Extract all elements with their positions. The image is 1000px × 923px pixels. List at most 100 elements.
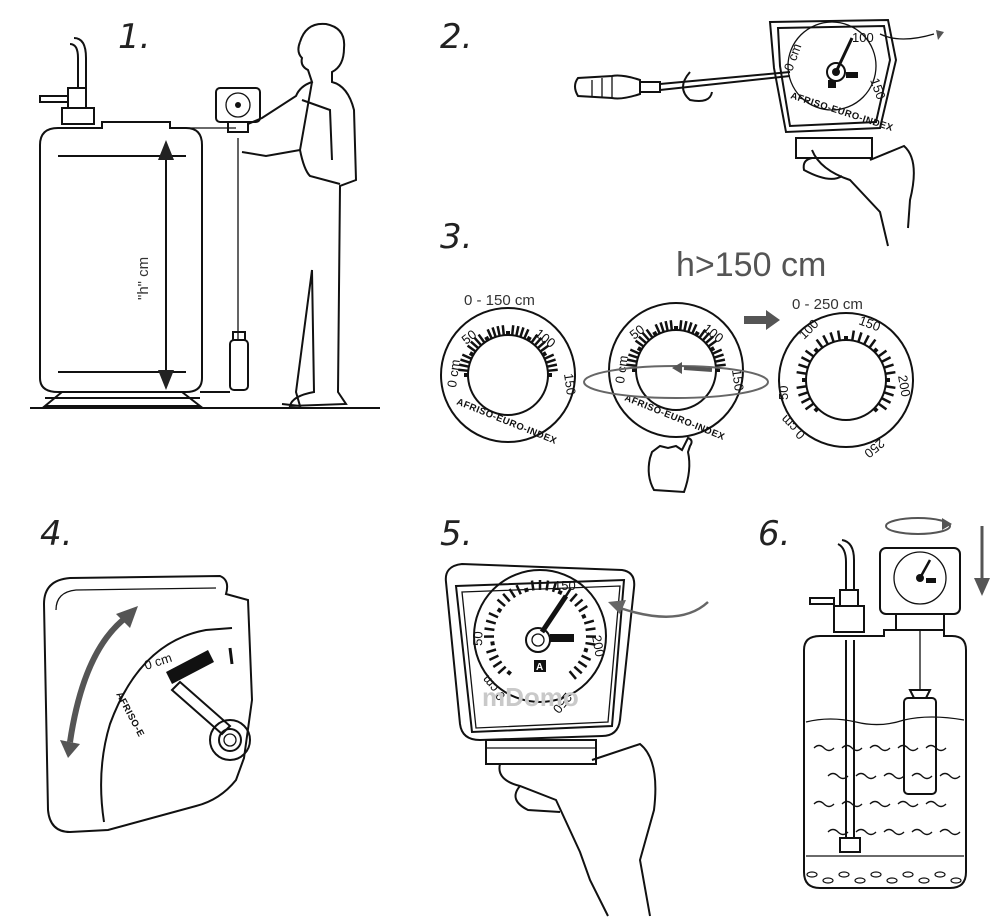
- dial5-mark: [484, 627, 495, 632]
- dial-a-mark: [523, 328, 530, 339]
- tank-fitting: [61, 107, 95, 125]
- dial-b-ticks: [626, 320, 726, 372]
- fitting-6: [833, 605, 865, 633]
- dial-b-mark: [664, 320, 669, 332]
- wave-mark: [841, 744, 863, 752]
- dial-b-mark: [691, 323, 698, 334]
- rotate-arrow-5: [619, 601, 709, 618]
- sediment-mark: [902, 871, 914, 878]
- sediment-mark: [886, 877, 898, 884]
- dial-b-mark: [698, 328, 707, 339]
- dial-a-mark: [496, 325, 501, 337]
- step-number-6: 6.: [758, 514, 790, 554]
- dial5-mark: [583, 647, 589, 653]
- dial5-mark: [574, 598, 584, 608]
- dial5-mark: [502, 593, 511, 603]
- gauge-base-5: [485, 739, 597, 765]
- dial-a-mark: [545, 358, 556, 364]
- sediment-mark: [822, 877, 834, 884]
- dial-a-mark: [458, 368, 469, 373]
- dial-c-mark: [813, 347, 820, 354]
- dial-a-tick-150: 150: [561, 372, 579, 396]
- dial-c-mark: [796, 385, 807, 390]
- step3-panel: h>150 cm 0 - 150 cm 0 cm 50 100 150 AFRI…: [440, 246, 914, 494]
- dial-a-mark: [533, 337, 543, 347]
- dial-b-mark: [669, 320, 674, 331]
- dial-c-mark: [857, 332, 863, 343]
- dial-b-mark: [659, 322, 665, 333]
- logo-5: A: [536, 662, 543, 673]
- dial-a-ticks: [458, 325, 558, 377]
- dial5-mark: [492, 660, 503, 668]
- dial-a-mark: [477, 333, 486, 344]
- sediment-mark: [806, 871, 818, 878]
- dial-b-brand: AFRISO-EURO-INDEX: [623, 393, 727, 443]
- dial-c-tick-50: 50: [776, 386, 791, 400]
- dial-a-tick-50: 50: [459, 327, 480, 348]
- dial-b-mark: [629, 348, 640, 355]
- dial-c-mark: [883, 363, 894, 369]
- dial-c-mark: [877, 402, 888, 411]
- hand-5: [498, 763, 609, 917]
- dial2-tick-150: 150: [867, 76, 889, 102]
- dial5-mark: [585, 641, 596, 646]
- dial-b-mark: [704, 335, 714, 345]
- dial-c-mark: [804, 349, 815, 358]
- rotate-left-arrow: [672, 362, 682, 374]
- step4-panel: 0 cm AFRISO-E: [42, 574, 254, 834]
- next-arrow: [744, 310, 780, 330]
- dial5-mark: [497, 665, 507, 675]
- dial-a-mark: [486, 328, 493, 339]
- dial5-mark: [523, 587, 529, 593]
- dial-c-mark: [822, 334, 829, 345]
- hand-3: [647, 436, 693, 494]
- dial5-mark: [557, 589, 563, 596]
- dial5-mark: [578, 604, 588, 613]
- step5-panel: A 50 150 200 250 0 cm mDomo: [444, 562, 709, 917]
- dial-c-mark: [796, 370, 807, 375]
- dial-b-mark: [715, 363, 726, 368]
- step-number-3: 3.: [440, 217, 472, 257]
- wave-mark: [883, 828, 905, 836]
- step-number-2: 2.: [440, 17, 472, 57]
- dial5-tick-200: 200: [589, 634, 608, 658]
- dial5-mark: [569, 593, 578, 603]
- dial5-tick-50: 50: [470, 631, 485, 646]
- gauge-housing-2: [768, 18, 898, 134]
- dial-c-mark: [883, 391, 894, 397]
- dial5-tick-150: 150: [554, 578, 576, 593]
- dial-a-mark: [484, 335, 490, 342]
- dial-b-mark: [638, 335, 648, 345]
- dial-c-mark: [881, 356, 892, 363]
- dial5-mark: [488, 611, 499, 619]
- sediment-mark: [870, 871, 882, 878]
- dial-b-mark: [636, 346, 643, 352]
- dial-c: 0 - 250 cm 0 cm 50 100 150 200 250: [776, 296, 914, 461]
- dial5-mark: [585, 627, 596, 632]
- dial-c-mark: [868, 338, 877, 349]
- dial-a-mark: [539, 344, 550, 353]
- needle-4: [170, 680, 232, 736]
- dial-a-mark: [515, 325, 520, 337]
- dial5-mark: [508, 588, 517, 599]
- dial-b-mark: [709, 346, 716, 352]
- dial-b-tick-150: 150: [729, 368, 747, 392]
- dial-a-mark: [547, 368, 558, 373]
- dial5-mark: [488, 654, 499, 662]
- dial-b-mark: [654, 323, 661, 334]
- dial5-mark: [568, 670, 577, 680]
- wave-mark: [855, 828, 877, 836]
- wave-mark: [925, 800, 947, 808]
- dial-a-range: 0 - 150 cm: [464, 292, 535, 309]
- dial-c-tick-0: 0 cm: [778, 412, 809, 443]
- dial-a-mark: [468, 351, 475, 357]
- sediment-mark: [950, 877, 962, 884]
- wave-mark: [841, 800, 863, 808]
- dial-b-mark: [652, 330, 658, 337]
- dial-a-mark: [460, 358, 471, 364]
- needle-5: [539, 594, 569, 634]
- dial-c-mark: [804, 402, 815, 411]
- dial-b-mark: [641, 332, 651, 342]
- dial-c-mark: [829, 332, 835, 343]
